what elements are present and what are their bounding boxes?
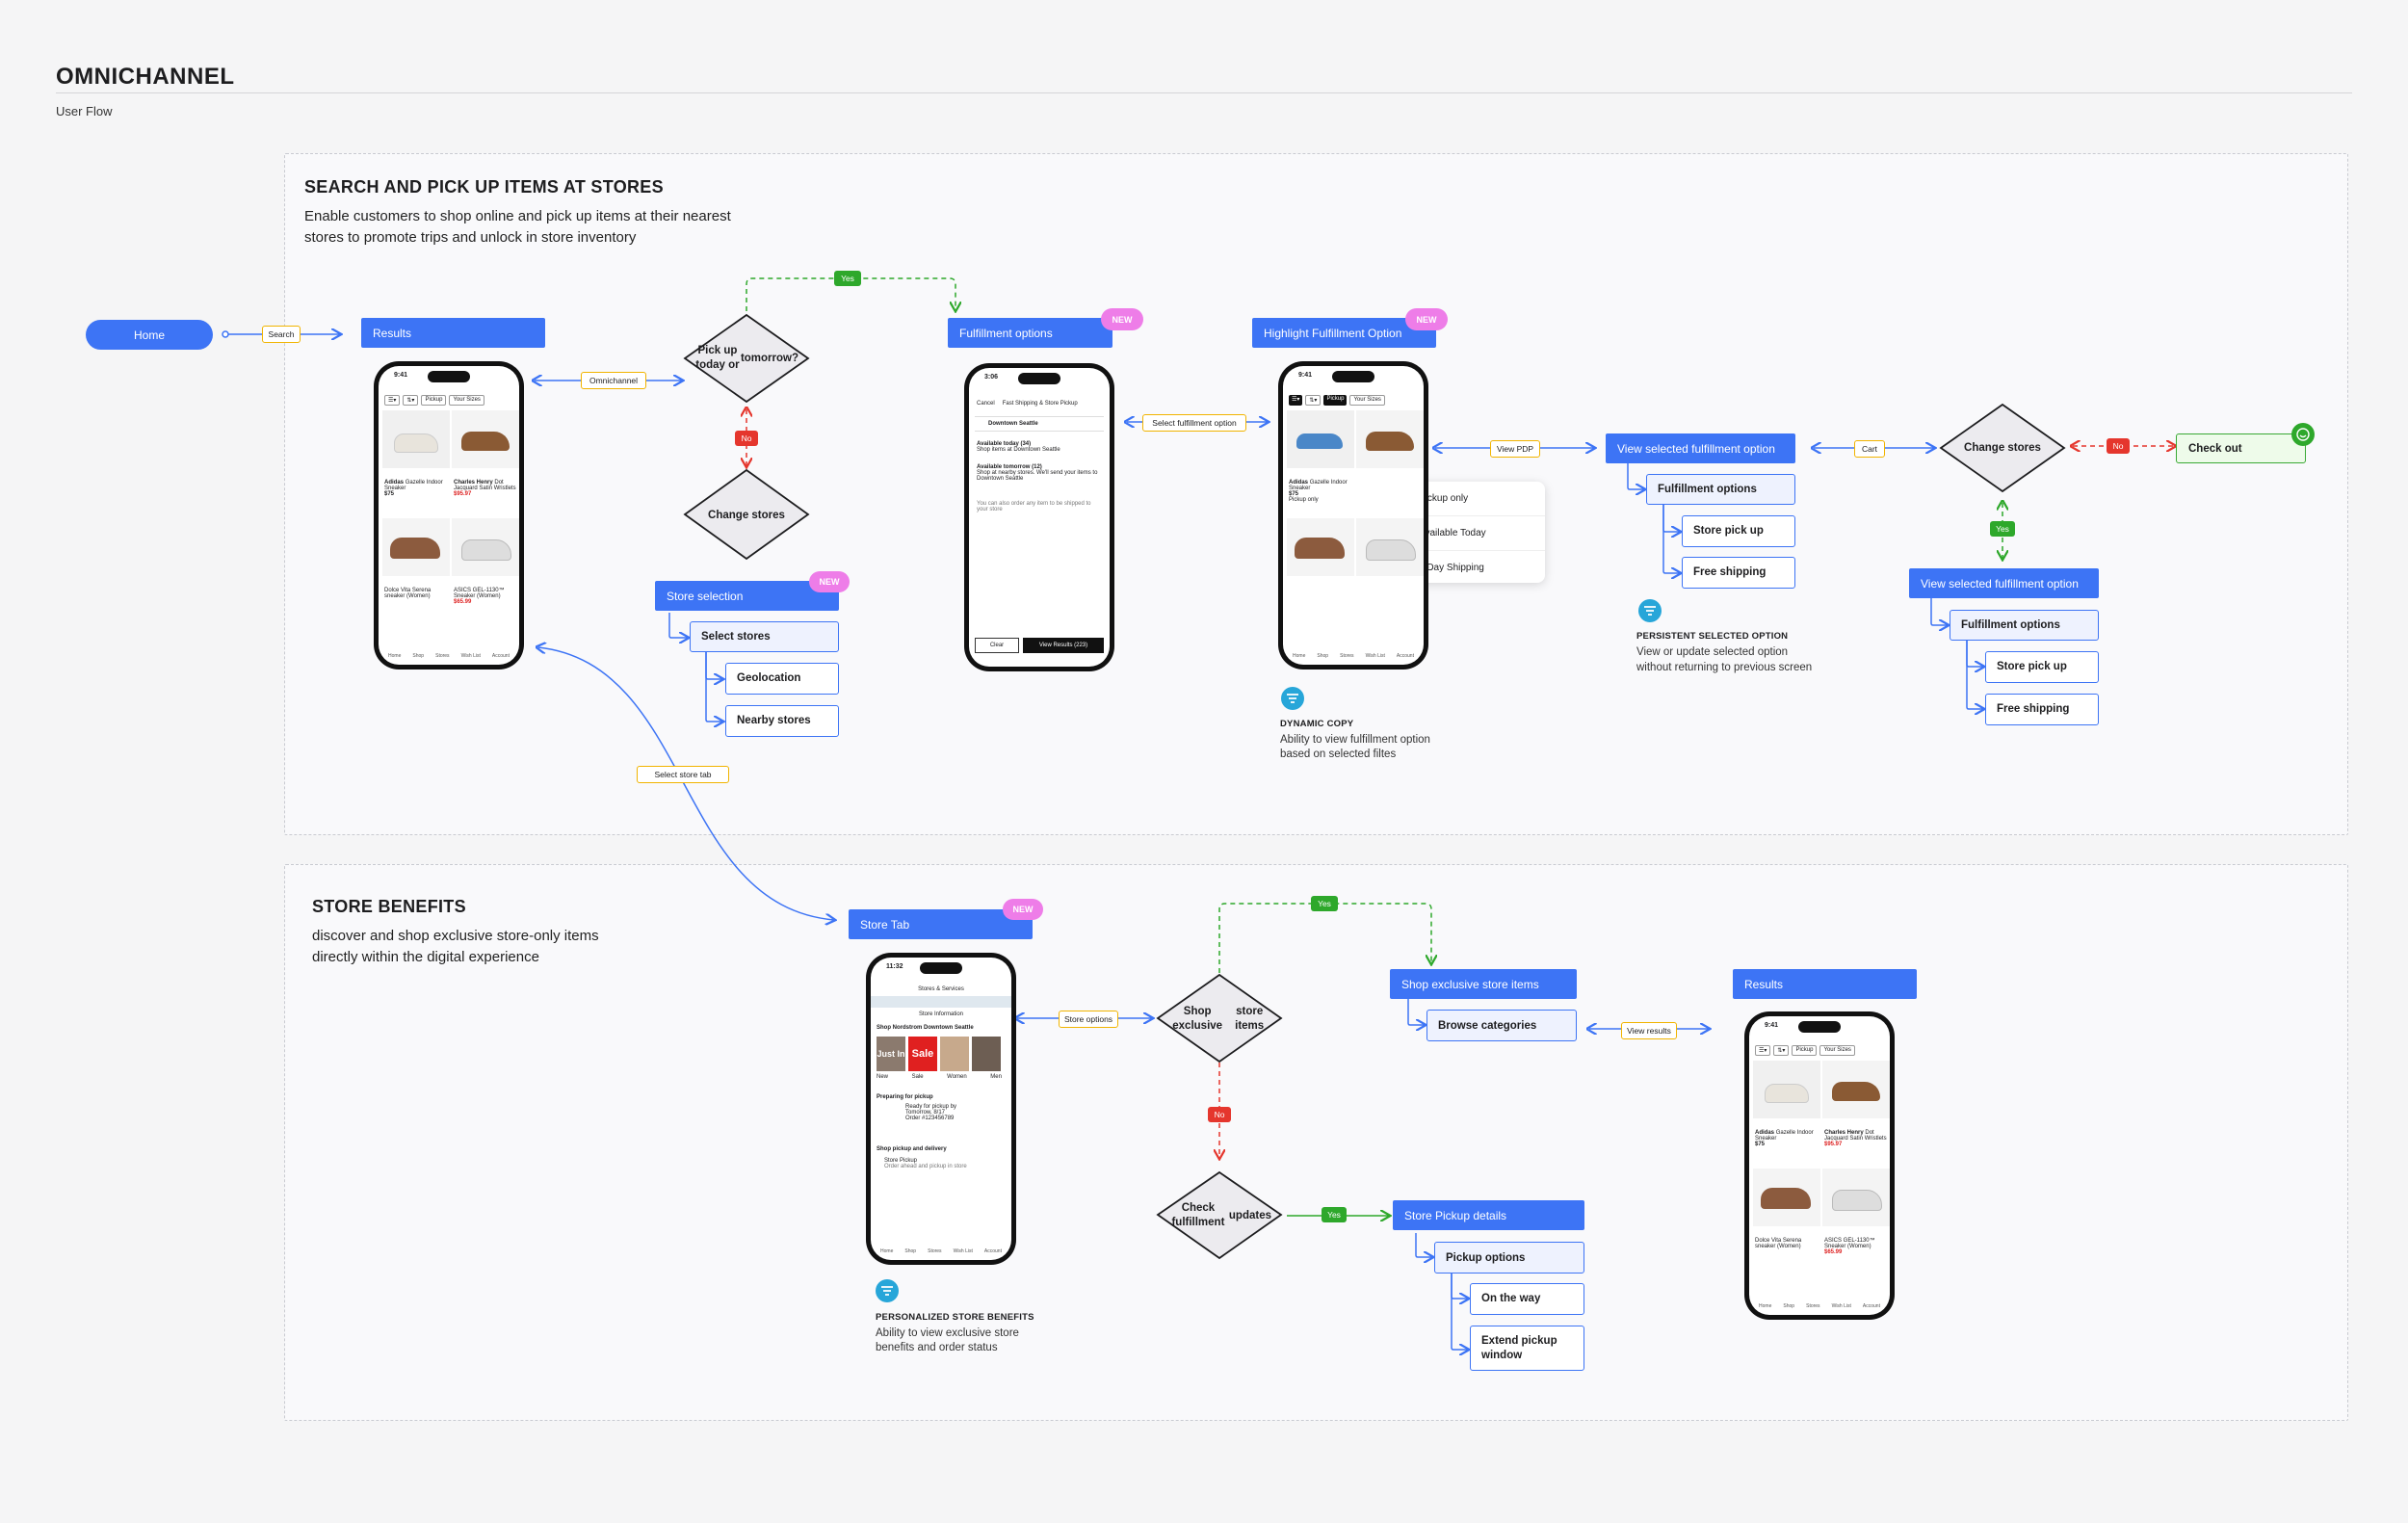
geolocation-option[interactable]: Geolocation xyxy=(725,663,839,695)
change-stores-decision-2: Change stores xyxy=(1964,441,2041,454)
new-badge: NEW xyxy=(1003,899,1043,920)
page-subtitle: User Flow xyxy=(56,104,113,118)
view-selected-node-2[interactable]: View selected fulfillment option xyxy=(1909,568,2099,598)
section2-desc-2: directly within the digital experience xyxy=(312,949,539,965)
filter-icon xyxy=(876,1279,899,1302)
personalized-text-2: benefits and order status xyxy=(876,1342,998,1353)
results-node[interactable]: Results xyxy=(361,318,545,348)
yes-tag: Yes xyxy=(834,271,861,286)
browse-categories-option[interactable]: Browse categories xyxy=(1426,1010,1577,1041)
section1-desc-2: stores to promote trips and unlock in st… xyxy=(304,229,637,246)
no-tag: No xyxy=(735,431,758,446)
cart-tag: Cart xyxy=(1854,440,1885,458)
no-tag: No xyxy=(2107,438,2130,454)
change-stores-decision: Change stores xyxy=(708,509,785,521)
on-the-way-option[interactable]: On the way xyxy=(1470,1283,1584,1315)
view-results-button[interactable]: View Results (223) xyxy=(1023,638,1104,653)
section1-title: SEARCH AND PICK UP ITEMS AT STORES xyxy=(304,177,664,197)
results-node-2[interactable]: Results xyxy=(1733,969,1917,999)
dynamic-copy-heading: DYNAMIC COPY xyxy=(1280,719,1354,729)
free-shipping-option[interactable]: Free shipping xyxy=(1682,557,1795,589)
free-shipping-option-2[interactable]: Free shipping xyxy=(1985,694,2099,725)
new-badge: NEW xyxy=(1405,308,1448,330)
store-phone: 11:32 Stores & Services Store Informatio… xyxy=(866,953,1016,1265)
home-node[interactable]: Home xyxy=(86,320,213,350)
pickup-options-option[interactable]: Pickup options xyxy=(1434,1242,1584,1274)
select-stores-option[interactable]: Select stores xyxy=(690,621,839,652)
results-phone: 9:41 ☰▾⇅▾ Pickup Your Sizes Adidas Gazel… xyxy=(374,361,524,670)
store-selection-node[interactable]: Store selection xyxy=(655,581,839,611)
nearby-stores-option[interactable]: Nearby stores xyxy=(725,705,839,737)
section2-title: STORE BENEFITS xyxy=(312,897,466,916)
personalized-heading: PERSONALIZED STORE BENEFITS xyxy=(876,1312,1034,1323)
popup-item[interactable]: Available Today xyxy=(1389,516,1545,551)
persistent-text-2: without returning to previous screen xyxy=(1636,662,1813,673)
new-badge: NEW xyxy=(809,571,850,592)
select-fulfillment-tag: Select fulfillment option xyxy=(1142,414,1246,432)
view-results-tag: View results xyxy=(1621,1022,1677,1039)
yes-tag: Yes xyxy=(1322,1207,1347,1222)
dynamic-copy-text-2: based on selected filtes xyxy=(1280,748,1397,760)
persistent-text-1: View or update selected option xyxy=(1636,646,1789,658)
check-out-node[interactable]: Check out xyxy=(2176,433,2306,463)
store-tab-node[interactable]: Store Tab xyxy=(849,909,1033,939)
personalized-text-1: Ability to view exclusive store xyxy=(876,1327,1019,1339)
yes-tag: Yes xyxy=(1990,521,2015,537)
new-badge: NEW xyxy=(1101,308,1143,330)
omnichannel-tag: Omnichannel xyxy=(581,372,646,389)
view-selected-node[interactable]: View selected fulfillment option xyxy=(1606,433,1795,463)
persistent-heading: PERSISTENT SELECTED OPTION xyxy=(1636,631,1789,642)
popup-item[interactable]: 2 Day Shipping xyxy=(1389,551,1545,585)
search-tag: Search xyxy=(262,326,301,343)
highlight-phone: 9:41 ☰▾⇅▾ Pickup Your Sizes Adidas Gazel… xyxy=(1278,361,1428,670)
no-tag: No xyxy=(1208,1107,1231,1122)
yes-tag: Yes xyxy=(1311,896,1338,911)
store-pickup-option[interactable]: Store pick up xyxy=(1682,515,1795,547)
shop-exclusive-node[interactable]: Shop exclusive store items xyxy=(1390,969,1577,999)
popup-item[interactable]: Pickup only xyxy=(1389,482,1545,516)
section-store-benefits xyxy=(284,864,2348,1421)
store-options-tag: Store options xyxy=(1059,1011,1118,1028)
section2-desc-1: discover and shop exclusive store-only i… xyxy=(312,928,599,944)
fulfillment-options-option[interactable]: Fulfillment options xyxy=(1646,474,1795,505)
dynamic-copy-text-1: Ability to view fulfillment option xyxy=(1280,734,1430,746)
header-divider xyxy=(56,92,2352,93)
view-pdp-tag: View PDP xyxy=(1490,440,1540,458)
results-phone-2: 9:41 ☰▾⇅▾ Pickup Your Sizes Adidas Gazel… xyxy=(1744,1011,1895,1320)
fulfillment-options-node[interactable]: Fulfillment options xyxy=(948,318,1112,348)
store-pickup-details-node[interactable]: Store Pickup details xyxy=(1393,1200,1584,1230)
filter-icon xyxy=(1638,599,1662,622)
fulfillment-options-option-2[interactable]: Fulfillment options xyxy=(1950,610,2099,641)
section1-desc-1: Enable customers to shop online and pick… xyxy=(304,208,731,224)
select-store-tab-tag: Select store tab xyxy=(637,766,729,783)
filter-icon xyxy=(1281,687,1304,710)
store-pickup-option-2[interactable]: Store pick up xyxy=(1985,651,2099,683)
page-title: OMNICHANNEL xyxy=(56,64,235,90)
smile-icon xyxy=(2291,423,2315,446)
clear-button[interactable]: Clear xyxy=(975,638,1019,653)
